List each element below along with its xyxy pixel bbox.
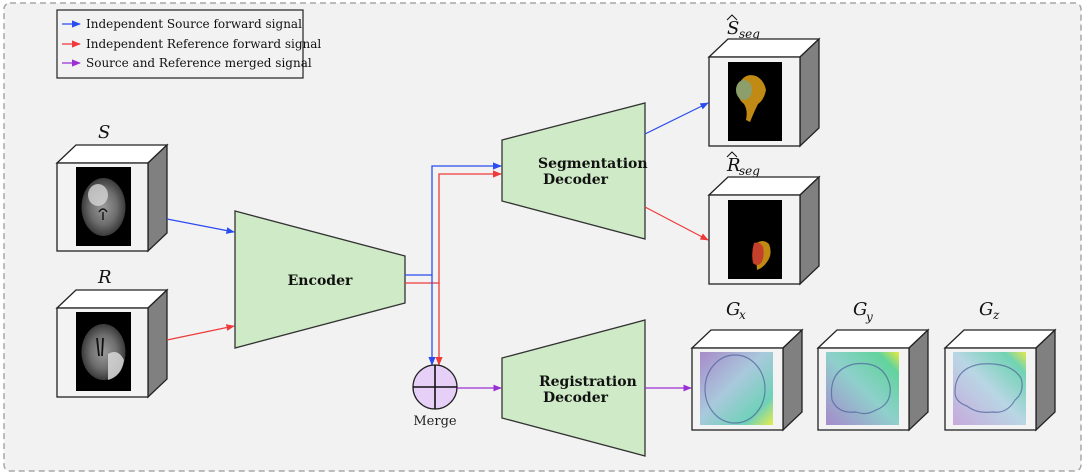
reference-to-encoder-arrow [166,324,235,341]
s-seg-output-cube: S seg [707,14,821,148]
gy-label: G y [853,299,873,324]
hat-icon [726,151,738,158]
svg-text:R: R [726,155,741,176]
legend-label: Independent Source forward signal [86,17,302,31]
r-seg-label: R seg [726,151,760,178]
reg-decoder-label-line1: Registration [539,374,637,390]
legend-box [56,9,304,79]
legend-label: Source and Reference merged signal [86,56,312,70]
svg-text:z: z [992,308,1000,322]
gz-deformation-field-image [953,352,1026,425]
gz-output-cube: G z [943,299,1057,432]
source-to-encoder-arrow [166,218,235,234]
segmentation-decoder-block: Segmentation Decoder [501,102,648,240]
seg-decoder-to-r-seg-arrow [644,206,709,241]
svg-text:seg: seg [739,27,760,41]
source-to-seg-decoder-arrow [405,162,502,276]
legend-item-merged: Source and Reference merged signal [62,56,312,70]
gx-deformation-field-image [700,352,773,425]
gy-output-cube: G y [816,299,930,432]
legend-item-source: Independent Source forward signal [62,17,302,31]
merge-label: Merge [413,414,457,429]
source-image-cube: S [55,122,169,253]
reference-label: R [97,267,112,288]
seg-decoder-to-s-seg-arrow [644,102,709,135]
r-seg-output-cube: R seg [707,151,821,286]
reference-to-seg-decoder-arrow [405,170,502,284]
registration-decoder-block: Registration Decoder [501,319,646,457]
gy-deformation-field-image [826,352,899,425]
source-label: S [98,122,110,143]
svg-text:seg: seg [739,164,760,178]
svg-text:G: G [853,299,867,320]
merge-node: Merge [412,364,458,429]
legend: Independent Source forward signal Indepe… [56,9,321,79]
legend-label: Independent Reference forward signal [86,37,321,51]
legend-item-reference: Independent Reference forward signal [62,37,321,51]
r-seg-mask-image [728,200,782,279]
seg-decoder-label-line2: Decoder [543,172,609,188]
encoder-label: Encoder [288,273,353,289]
hat-icon [726,14,738,21]
svg-text:x: x [739,308,746,322]
s-seg-label: S seg [726,14,760,41]
svg-text:G: G [979,299,993,320]
svg-text:y: y [865,310,873,324]
gx-output-cube: G x [690,299,804,432]
reg-decoder-label-line2: Decoder [543,390,609,406]
svg-text:G: G [726,299,740,320]
encoder-block: Encoder [234,210,406,349]
svg-text:S: S [727,18,739,39]
seg-decoder-label-line1: Segmentation [538,156,648,172]
reference-image-cube: R [55,267,169,399]
gz-label: G z [979,299,1000,322]
gx-label: G x [726,299,746,322]
